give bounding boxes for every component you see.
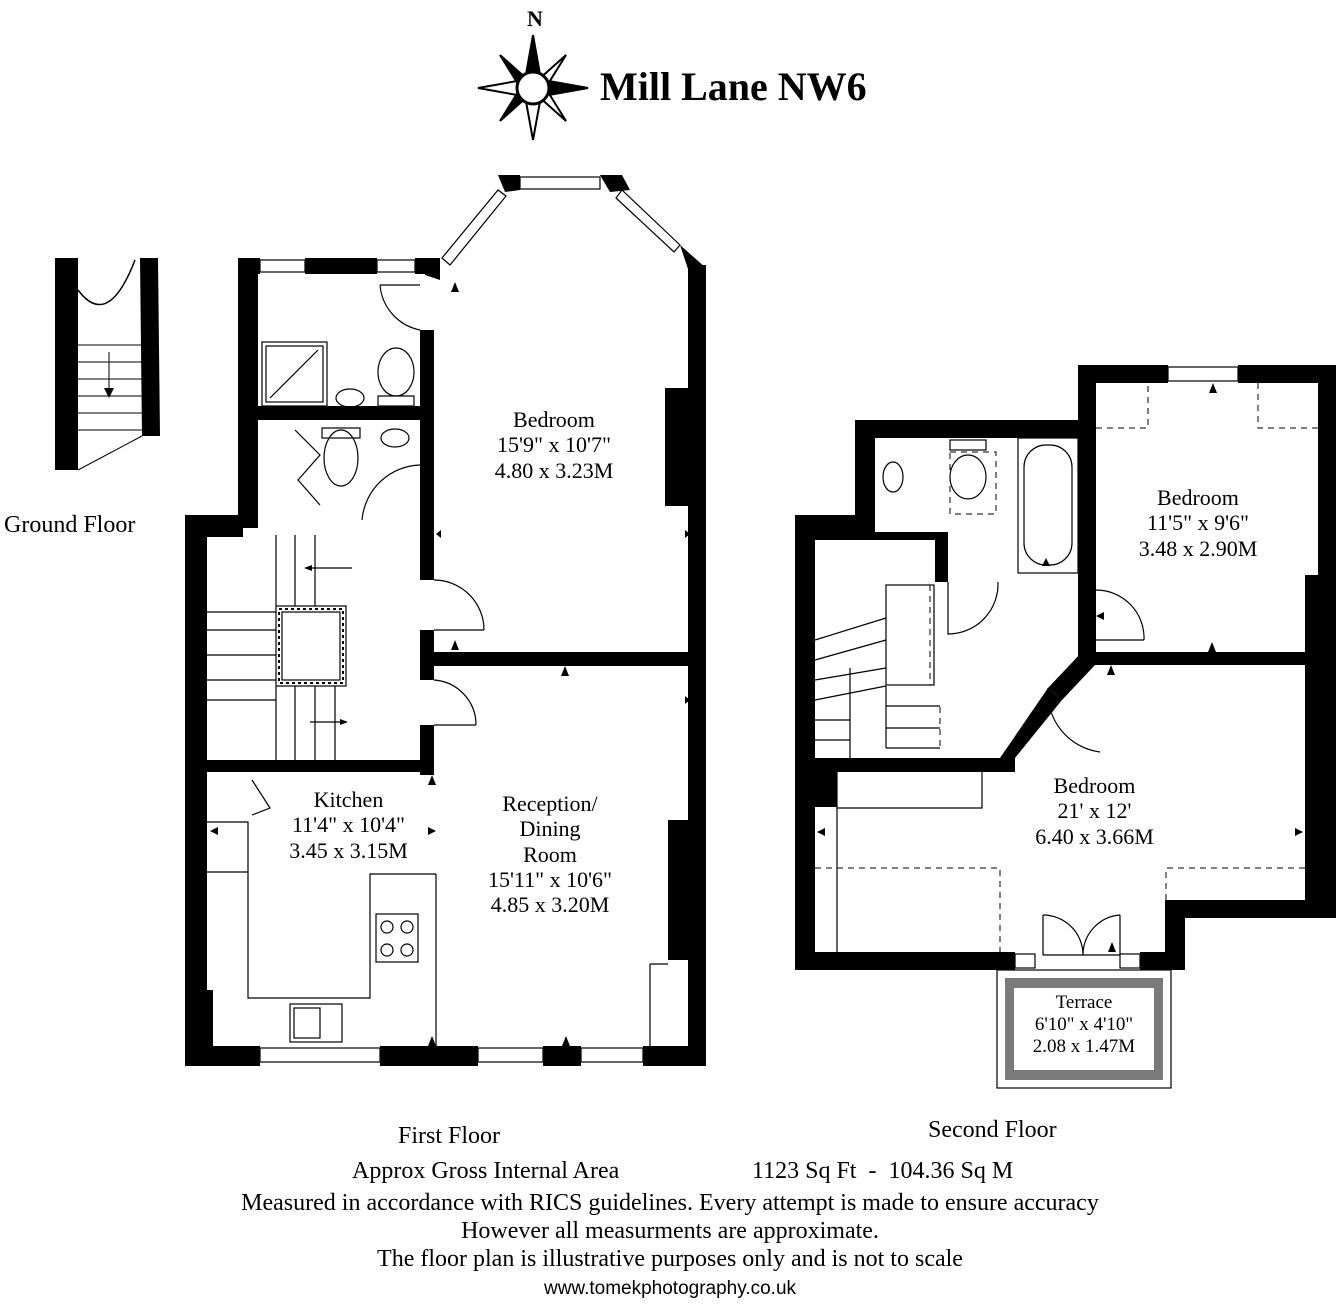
second-bedroom-2-label: Bedroom 21' x 12' 6.40 x 3.66M — [1012, 773, 1177, 849]
page-title: Mill Lane NW6 — [600, 64, 867, 109]
room-name: Kitchen — [313, 787, 384, 812]
reception-label: Reception/ Dining Room 15'11" x 10'6" 4.… — [470, 791, 630, 917]
room-name: Bedroom — [1053, 773, 1136, 798]
second-floor-fixtures — [814, 437, 1145, 956]
room-name: Bedroom — [513, 407, 595, 432]
terrace-label: Terrace 6'10" x 4'10" 2.08 x 1.47M — [1014, 992, 1154, 1058]
disclaimer-line-2: However all measurments are approximate. — [461, 1218, 879, 1244]
room-imperial: 21' x 12' — [1057, 798, 1132, 824]
room-metric: 4.80 x 3.23M — [494, 457, 614, 483]
second-floor-label: Second Floor — [928, 1117, 1057, 1143]
compass-rose-icon — [477, 34, 589, 141]
room-imperial: 15'9" x 10'7" — [497, 432, 611, 458]
room-imperial: 11'5" x 9'6" — [1146, 510, 1250, 536]
second-floor-walls — [795, 365, 1336, 970]
kitchen-label: Kitchen 11'4" x 10'4" 3.45 x 3.15M — [266, 787, 431, 863]
room-metric: 3.45 x 3.15M — [289, 837, 408, 863]
room-name: Terrace — [1055, 992, 1113, 1013]
first-floor-walls — [185, 175, 706, 1066]
first-floor-fixtures — [207, 284, 668, 1046]
room-imperial: 11'4" x 10'4" — [291, 812, 406, 838]
room-metric: 4.85 x 3.20M — [490, 892, 610, 918]
ground-floor-stair — [55, 258, 160, 471]
room-imperial: 6'10" x 4'10" — [1034, 1013, 1134, 1035]
second-bedroom-1-label: Bedroom 11'5" x 9'6" 3.48 x 2.90M — [1118, 485, 1278, 561]
area-value: 1123 Sq Ft - 104.36 Sq M — [752, 1158, 1014, 1184]
first-floor-stair-hatching — [278, 608, 344, 684]
first-floor-label: First Floor — [398, 1123, 501, 1149]
room-metric: 3.48 x 2.90M — [1138, 535, 1258, 561]
first-bedroom-label: Bedroom 15'9" x 10'7" 4.80 x 3.23M — [474, 407, 634, 483]
room-name: Bedroom — [1157, 485, 1239, 510]
disclaimer-line-1: Measured in accordance with RICS guideli… — [241, 1190, 1099, 1216]
room-name-line1: Reception/ — [502, 791, 598, 816]
second-floor-arrows — [817, 383, 1318, 952]
second-floor-windows — [1014, 366, 1239, 969]
first-floor-arrows — [210, 282, 690, 1046]
disclaimer-line-3: The floor plan is illustrative purposes … — [377, 1246, 963, 1272]
terrace — [996, 969, 1172, 1089]
room-name-line3: Room — [523, 841, 577, 867]
room-imperial: 15'11" x 10'6" — [487, 866, 613, 892]
room-metric: 6.40 x 3.66M — [1035, 823, 1154, 849]
first-floor-windows — [259, 176, 681, 1063]
area-label: Approx Gross Internal Area — [352, 1158, 620, 1184]
second-floor-dashed — [815, 383, 1318, 952]
ground-floor-label: Ground Floor — [4, 512, 136, 538]
website-link[interactable]: www.tomekphotography.co.uk — [543, 1278, 797, 1299]
room-metric: 2.08 x 1.47M — [1032, 1035, 1136, 1057]
compass-north-label: N — [527, 6, 543, 31]
room-name-line2: Dining — [519, 816, 581, 842]
